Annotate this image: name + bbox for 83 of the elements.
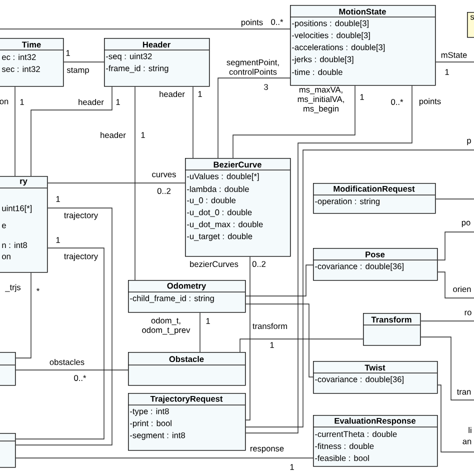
role-label: po [462, 220, 470, 228]
role-label: 3 [264, 84, 268, 90]
class-box: TrajectoryRequest -type : int8 -print : bool -segment : int8 [128, 393, 246, 451]
class-box: BezierCurve -uValues : double[*] -lambda : double -u_0 : double -u_dot_0 : double -u_dot_max : double -u_target : double [184, 158, 291, 257]
association-line [47, 182, 186, 184]
role-label: curves [152, 172, 176, 178]
role-label: 0..* [391, 99, 404, 105]
role-label: 1 [20, 99, 24, 105]
class-box [0, 433, 16, 468]
class-box: ModificationRequest -operation : string [312, 183, 436, 214]
class-box: Header -seq : uint32 -frame_id : string [104, 38, 210, 87]
association-line [14, 86, 16, 176]
role-label: header [78, 98, 104, 106]
role-label: on [0, 100, 8, 104]
association-line [15, 272, 32, 358]
role-label: _trjs [5, 284, 21, 292]
role-label: header [160, 90, 185, 98]
role-label: 1 [116, 99, 120, 105]
role-label: 0..2 [252, 261, 266, 267]
role-label: trajectory [64, 253, 98, 261]
role-label: 0..* [271, 19, 284, 25]
role-label: p [467, 138, 471, 146]
association-line [437, 272, 474, 298]
role-label: 1 [445, 69, 449, 75]
role-label: transform [252, 322, 287, 330]
class-box: Odometry -child_frame_id : string [128, 280, 246, 313]
role-label: trajectory [64, 212, 98, 220]
association-line [245, 304, 314, 378]
role-label: header [100, 132, 126, 138]
role-label: points [419, 98, 441, 106]
role-label: 0..2 [157, 188, 170, 194]
role-label: 1 [66, 50, 70, 56]
association-line [15, 248, 104, 440]
role-label: tran [456, 389, 471, 395]
role-label: mState [441, 52, 467, 58]
class-box: Time ec : int32 sec : int32 [0, 38, 64, 87]
role-label: orien [453, 286, 471, 292]
association-line [218, 78, 290, 158]
role-label: response [250, 446, 284, 454]
role-label: points [241, 19, 263, 27]
role-label: 1 [56, 196, 60, 202]
role-label: li [468, 427, 472, 434]
association-line [15, 208, 112, 446]
class-box: MotionState -positions : double[3] -velocities : double[3] -accelerations : double[3] -jerks : double[3] -time : double [290, 5, 436, 86]
role-label: 1 [206, 318, 210, 324]
association-line [435, 198, 474, 200]
role-label: * [36, 288, 40, 292]
association-line [420, 320, 474, 322]
class-box: Transform [362, 313, 421, 346]
association-line [437, 232, 474, 260]
role-label: an [462, 440, 472, 444]
association-line [134, 86, 136, 280]
class-box: Obstacle [128, 352, 246, 386]
association-line [437, 384, 474, 452]
association-line [232, 85, 356, 158]
association-line [240, 338, 364, 352]
role-label: 1 [198, 91, 202, 97]
association-line [30, 86, 112, 176]
association-line [0, 28, 290, 30]
class-box [0, 352, 16, 386]
role-label: 1 [270, 342, 274, 348]
role-label: 1 [360, 94, 364, 100]
association-line [245, 256, 250, 420]
class-box: Twist -covariance : double[36] [312, 361, 438, 394]
association-line [245, 85, 412, 434]
role-label: segmentPoint, controlPoints [226, 59, 279, 75]
role-label: stamp [66, 67, 89, 75]
association-line [245, 150, 474, 428]
note-box: s [467, 12, 474, 38]
role-label: 1 [56, 237, 60, 243]
association-line [245, 264, 314, 296]
role-label: 1 [141, 132, 145, 138]
role-label: 1 [290, 464, 294, 470]
association-line [192, 86, 194, 158]
role-label: bezierCurves [190, 260, 238, 268]
role-label: obstacles [50, 358, 84, 366]
class-box: EvaluationResponse -currentTheta : double -fitness : double -feasible : bool [312, 415, 438, 467]
class-box: Pose -covariance : double[36] [312, 248, 438, 281]
role-label: 0..* [74, 375, 86, 381]
class-box: ry uint16[*] e n : int8 on [0, 176, 48, 273]
association-line [420, 336, 474, 400]
role-label: ro [464, 310, 472, 316]
role-label: odom_t, odom_t_prev [142, 317, 190, 335]
